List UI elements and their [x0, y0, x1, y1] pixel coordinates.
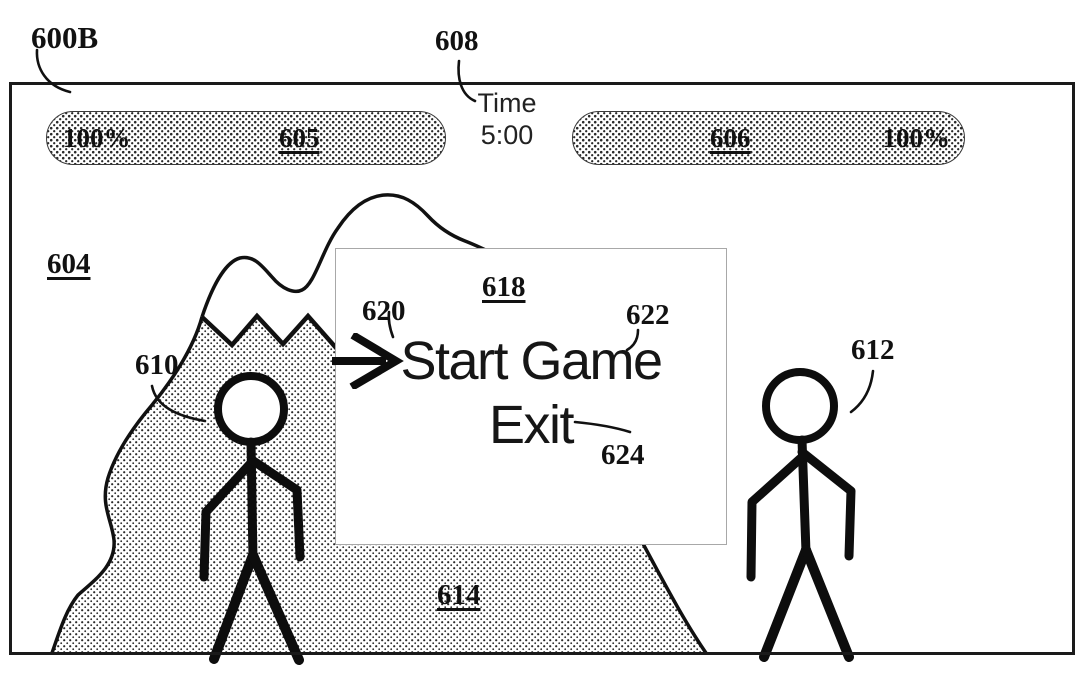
player-left-ref-label: 610: [135, 349, 179, 381]
figure-ref-label: 600B: [31, 20, 99, 55]
health-value-right: 100%: [882, 123, 951, 153]
cursor-ref-label: 620: [362, 295, 406, 327]
timer-label: Time: [477, 88, 537, 118]
timer-display: Time 5:00: [452, 87, 562, 151]
timer-value: 5:00: [480, 120, 534, 150]
health-bar-left-ref-label: 605: [279, 123, 320, 153]
mountain-ref-label: 614: [437, 579, 481, 611]
start-game-ref-label: 622: [626, 299, 670, 331]
health-bar-right: 606 100%: [572, 111, 965, 165]
menu-ref-label: 618: [482, 271, 526, 303]
menu-item-list: Start Game Exit: [336, 329, 726, 457]
timer-ref-label: 608: [435, 25, 479, 57]
background-ref-label: 604: [47, 248, 91, 280]
game-menu-panel: 618 620 622 624 Start Game Exit: [332, 248, 727, 545]
player-figure-right: [746, 368, 856, 662]
health-bar-right-ref-label: 606: [710, 123, 751, 153]
player-right-ref-label: 612: [851, 334, 895, 366]
game-screen-frame: [9, 82, 1075, 655]
exit-ref-label: 624: [601, 439, 645, 471]
player-figure-left: [199, 372, 305, 665]
health-value-left: 100%: [63, 123, 131, 153]
health-bar-left: 100% 605: [46, 111, 446, 165]
menu-item-exit[interactable]: Exit: [488, 395, 575, 455]
cursor-arrow-icon: [332, 333, 404, 389]
menu-item-start-game[interactable]: Start Game: [400, 331, 663, 391]
